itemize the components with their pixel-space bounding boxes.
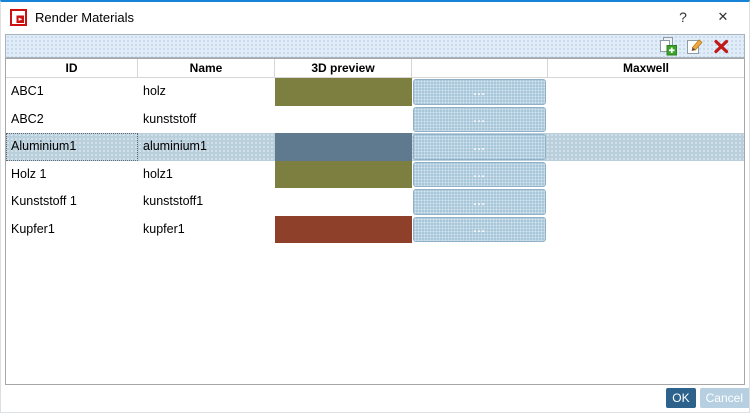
cell-name[interactable]: holz1 — [143, 166, 173, 181]
add-material-icon — [659, 36, 677, 55]
material-picker-button[interactable]: ... — [413, 189, 546, 215]
title-bar: Render Materials ? ✕ — [1, 2, 749, 32]
cell-picker: ... — [412, 161, 548, 189]
cell-id[interactable]: Kunststoff 1 — [11, 194, 77, 208]
cell-id[interactable]: Kupfer1 — [11, 221, 55, 236]
table-row[interactable]: Kupfer1 kupfer1 ... — [6, 215, 744, 244]
material-picker-button[interactable]: ... — [413, 134, 546, 160]
header-name[interactable]: Name — [138, 59, 275, 77]
material-picker-button[interactable]: ... — [413, 216, 546, 242]
cell-maxwell[interactable] — [548, 188, 744, 216]
cell-name[interactable]: kupfer1 — [143, 221, 185, 236]
material-color-swatch — [275, 215, 412, 243]
material-color-swatch — [275, 78, 412, 106]
edit-material-icon — [686, 38, 703, 54]
ok-button[interactable]: OK — [666, 388, 696, 408]
app-logo-icon — [10, 8, 27, 26]
cell-picker: ... — [412, 78, 548, 106]
cell-id[interactable]: ABC1 — [11, 84, 44, 98]
delete-material-icon — [713, 39, 728, 53]
cell-3d-preview[interactable] — [275, 78, 412, 106]
material-picker-button[interactable]: ... — [413, 106, 546, 132]
cell-3d-preview[interactable] — [275, 106, 412, 134]
edit-material-button[interactable] — [683, 35, 705, 57]
table-row[interactable]: ABC2 kunststoff ... — [6, 105, 744, 134]
cell-name[interactable]: kunststoff1 — [143, 194, 204, 208]
cell-name[interactable]: kunststoff — [143, 111, 197, 126]
cell-3d-preview[interactable] — [275, 215, 412, 243]
header-picker[interactable] — [412, 59, 548, 77]
add-material-button[interactable] — [656, 35, 678, 57]
cancel-button[interactable]: Cancel — [699, 388, 749, 408]
cell-picker: ... — [412, 216, 548, 244]
dialog-footer: OK Cancel — [666, 388, 749, 408]
cell-maxwell[interactable] — [548, 133, 744, 161]
cell-id[interactable]: Aluminium1 — [6, 133, 138, 161]
window-title: Render Materials — [35, 9, 134, 25]
material-color-swatch — [275, 160, 412, 188]
cell-3d-preview[interactable] — [275, 188, 412, 216]
cell-picker: ... — [412, 133, 548, 161]
header-maxwell[interactable]: Maxwell — [622, 61, 670, 75]
table-row[interactable]: Kunststoff 1 kunststoff1 ... — [6, 188, 744, 216]
material-picker-button[interactable]: ... — [413, 79, 546, 105]
materials-table: ID Name 3D preview Maxwell ABC1 holz ...… — [5, 58, 745, 385]
cell-name[interactable]: holz — [143, 84, 166, 98]
delete-material-button[interactable] — [710, 35, 732, 57]
table-row[interactable]: ABC1 holz ... — [6, 78, 744, 106]
help-button[interactable]: ? — [663, 2, 703, 32]
cell-3d-preview[interactable] — [275, 133, 412, 161]
cell-id[interactable]: Holz 1 — [11, 166, 47, 181]
cell-maxwell[interactable] — [548, 216, 744, 244]
cell-3d-preview[interactable] — [275, 160, 412, 188]
header-3d-preview[interactable]: 3D preview — [275, 59, 412, 77]
materials-toolbar — [5, 34, 745, 58]
cell-maxwell[interactable] — [548, 106, 744, 134]
cell-maxwell[interactable] — [548, 78, 744, 106]
material-picker-button[interactable]: ... — [413, 161, 546, 187]
titlebar-buttons: ? ✕ — [663, 2, 749, 32]
table-row[interactable]: Aluminium1 aluminium1 ... — [6, 133, 744, 161]
header-id[interactable]: ID — [6, 59, 138, 77]
cell-name[interactable]: aluminium1 — [143, 139, 207, 153]
cell-picker: ... — [412, 106, 548, 134]
cell-maxwell[interactable] — [548, 161, 744, 189]
close-button[interactable]: ✕ — [703, 2, 743, 32]
cell-picker: ... — [412, 188, 548, 216]
table-header: ID Name 3D preview Maxwell — [6, 59, 744, 78]
cell-id[interactable]: ABC2 — [11, 111, 44, 126]
material-color-swatch — [275, 133, 412, 161]
table-row[interactable]: Holz 1 holz1 ... — [6, 160, 744, 189]
table-body: ABC1 holz ... ABC2 kunststoff ... Alumin… — [6, 78, 744, 243]
